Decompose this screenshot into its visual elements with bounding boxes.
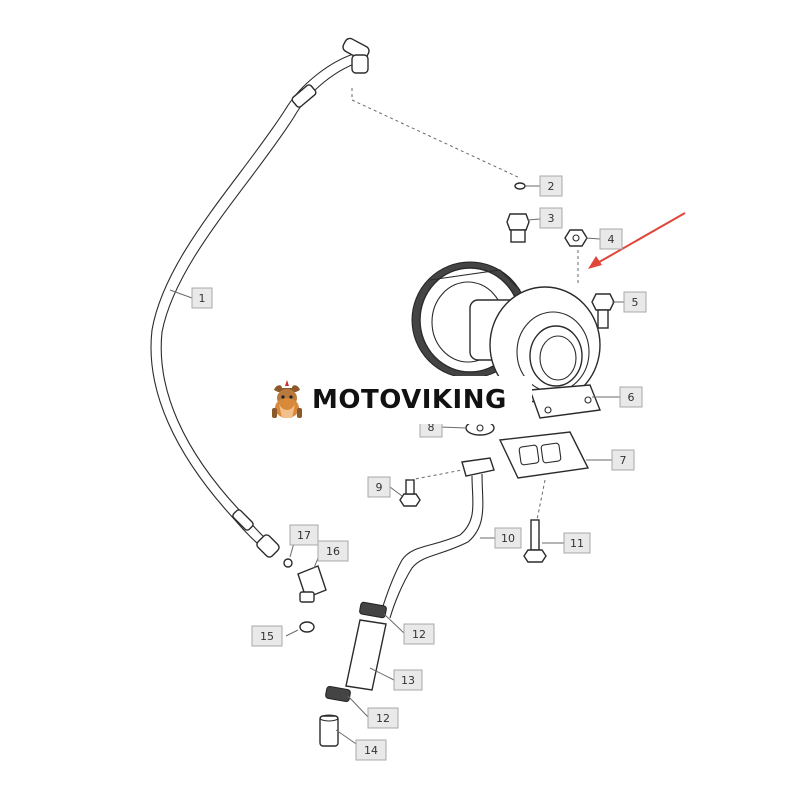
callout-17: 17 (289, 524, 319, 546)
callout-1: 1 (191, 287, 213, 309)
callout-4-label: 4 (608, 233, 615, 246)
callout-14: 14 (355, 739, 387, 761)
callout-12-lower-label: 12 (376, 712, 390, 725)
callout-8-label: 8 (428, 421, 435, 434)
adapter-fitting-part-3 (506, 213, 530, 243)
callout-1-label: 1 (199, 292, 206, 305)
washer-part-15 (299, 621, 315, 633)
elbow-fitting-part-16 (297, 565, 327, 603)
oil-return-tube-part-10 (379, 457, 495, 619)
callout-9: 9 (367, 476, 391, 498)
nut-part-4 (564, 229, 588, 247)
hose-connection-guide (351, 88, 521, 179)
o-ring-part-17 (283, 558, 293, 568)
callout-16: 16 (317, 540, 349, 562)
callout-12-upper: 12 (403, 623, 435, 645)
callout-12-upper-label: 12 (412, 628, 426, 641)
callout-10-label: 10 (501, 532, 515, 545)
callout-7-label: 7 (620, 454, 627, 467)
rubber-hose-part-13 (345, 619, 387, 691)
washer-part-2 (514, 182, 526, 190)
callout-3: 3 (539, 207, 563, 229)
callout-3-label: 3 (548, 212, 555, 225)
red-pointer-arrow (588, 212, 686, 269)
callout-9-label: 9 (376, 481, 383, 494)
callout-17-label: 17 (297, 529, 311, 542)
motoviking-watermark: MOTOVIKING (262, 376, 532, 424)
hose-clamp-part-12-lower (325, 685, 351, 703)
callout-2: 2 (539, 175, 563, 197)
callout-7: 7 (611, 449, 635, 471)
gasket-part-7 (498, 431, 590, 479)
callout-4: 4 (599, 228, 623, 250)
callout-5-label: 5 (632, 296, 639, 309)
callout-15-label: 15 (260, 630, 274, 643)
callout-14-label: 14 (364, 744, 378, 757)
callout-13: 13 (393, 669, 423, 691)
callout-16-label: 16 (326, 545, 340, 558)
callout-2-label: 2 (548, 180, 555, 193)
hose-clamp-part-12-upper (359, 601, 387, 619)
callout-11: 11 (563, 532, 591, 554)
callout-6: 6 (619, 386, 643, 408)
bolt-alignment-guide (409, 469, 463, 481)
callout-11-label: 11 (570, 537, 584, 550)
elbow-fitting-part-14 (319, 714, 339, 747)
callout-13-label: 13 (401, 674, 415, 687)
viking-mascot-icon (272, 380, 302, 418)
brand-name: MOTOVIKING (312, 385, 507, 415)
oil-supply-hose (150, 37, 370, 558)
callout-6-label: 6 (628, 391, 635, 404)
callout-5: 5 (623, 291, 647, 313)
bolt-part-5 (591, 293, 615, 329)
bolt-part-9 (399, 479, 421, 507)
callout-10: 10 (494, 527, 522, 549)
bolt-part-11 (523, 519, 547, 563)
turbocharger-part-6 (411, 261, 601, 419)
callout-15: 15 (251, 625, 283, 647)
callout-12-lower: 12 (367, 707, 399, 729)
